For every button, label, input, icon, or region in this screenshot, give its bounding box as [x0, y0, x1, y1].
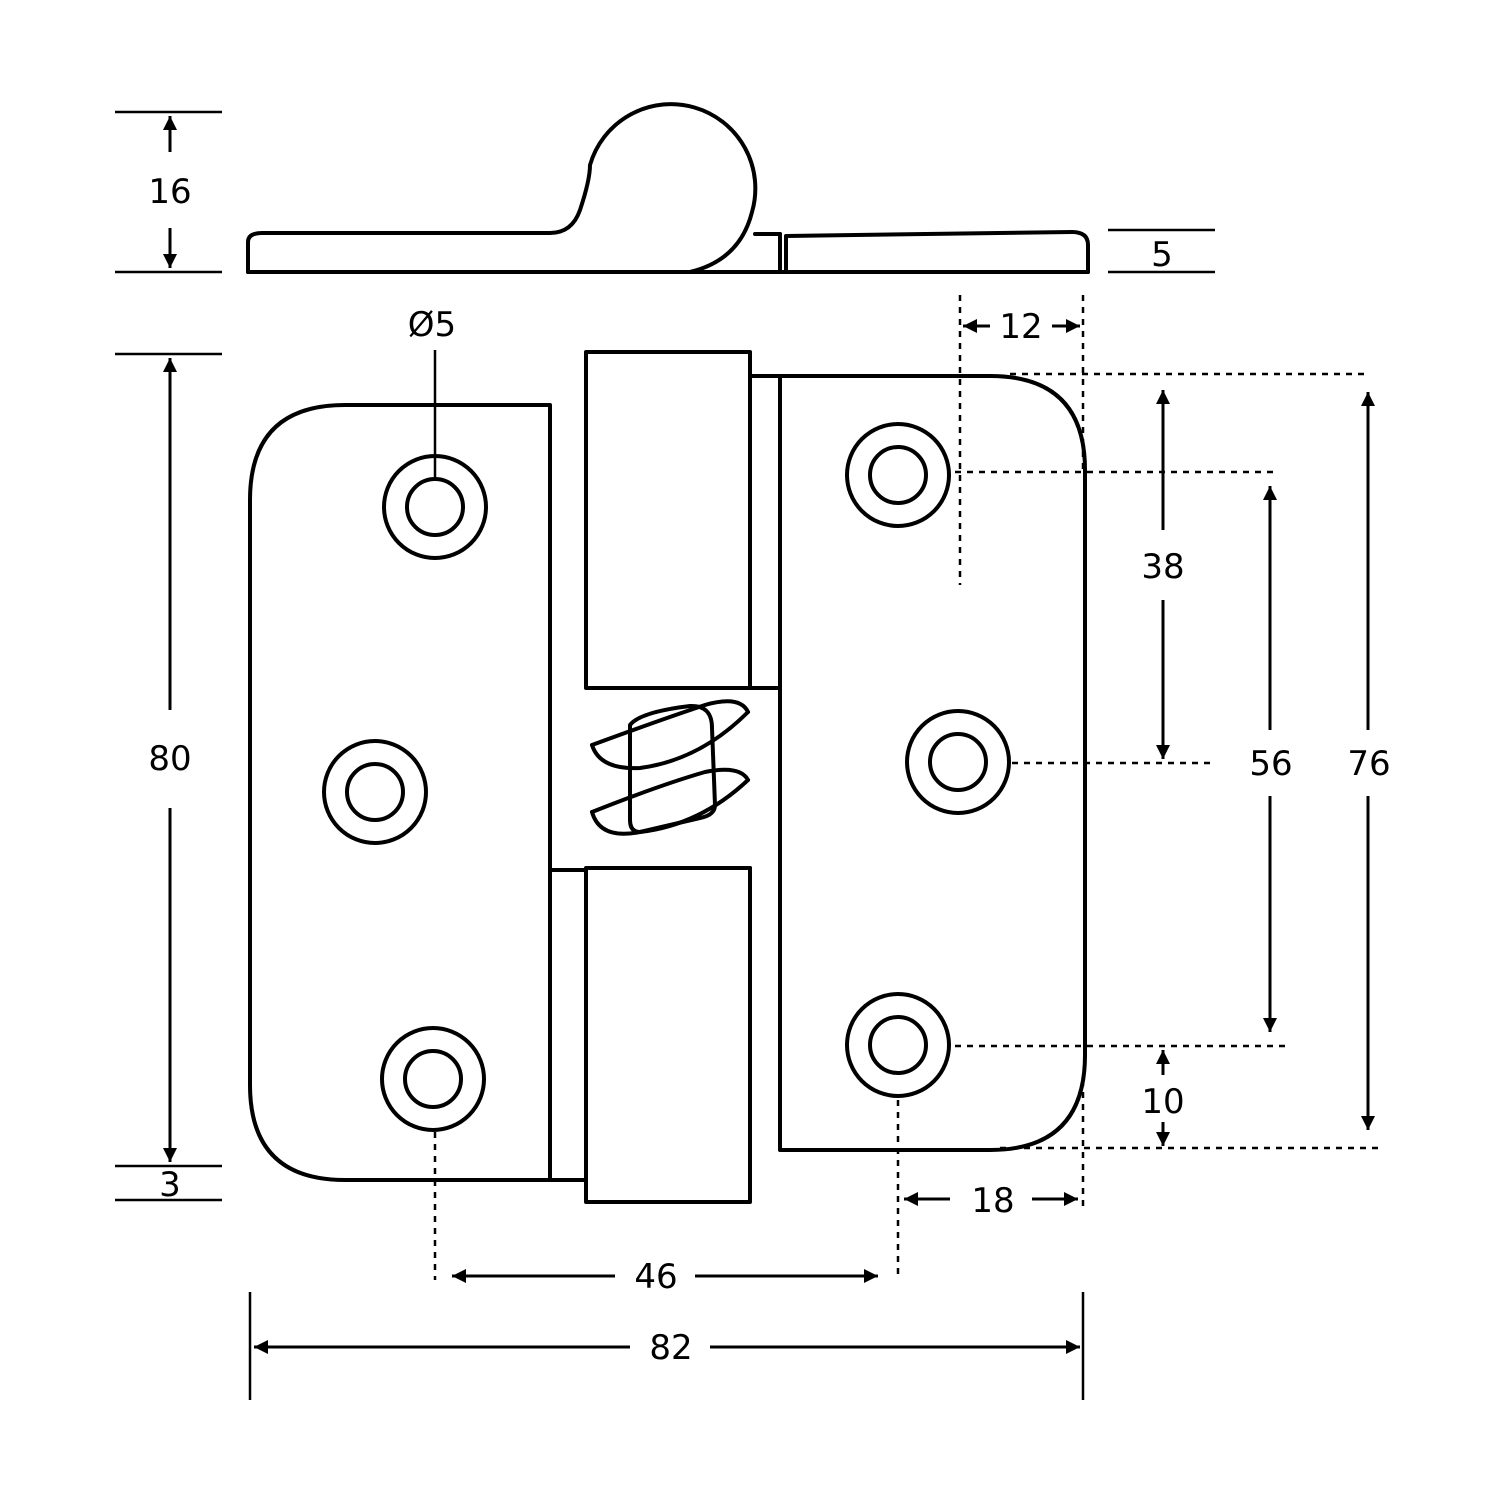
dim-label-hole-centers-distance: 46 — [634, 1257, 677, 1297]
dim-label-leaf-height-right: 76 — [1347, 744, 1390, 784]
hole-left-bottom — [380, 1026, 486, 1132]
dim-label-thickness: 5 — [1151, 235, 1173, 275]
mounting-holes — [322, 422, 1011, 1132]
dim-label-hole-spacing-outer: 56 — [1249, 744, 1292, 784]
spring-detail — [590, 699, 750, 836]
dimension-labels: 16 5 Ø5 12 38 56 76 80 3 10 18 46 82 — [148, 172, 1390, 1368]
hole-right-bottom — [845, 992, 951, 1098]
dim-label-overall-width: 82 — [649, 1328, 692, 1368]
dimension-lines — [115, 110, 1380, 1400]
dim-label-hole-spacing-upper: 38 — [1141, 547, 1184, 587]
dim-label-bottom-offset: 3 — [159, 1165, 181, 1205]
dim-label-profile-height: 16 — [148, 172, 191, 212]
dim-label-hole-to-bottom: 10 — [1141, 1082, 1184, 1122]
side-profile — [246, 102, 1090, 274]
right-leaf — [748, 374, 1087, 1152]
hole-right-top — [845, 422, 951, 528]
dim-label-lower-hole-edge-offset: 18 — [971, 1181, 1014, 1221]
dim-label-leaf-height-left: 80 — [148, 739, 191, 779]
hole-left-middle — [322, 739, 428, 845]
dim-label-hole-diameter: Ø5 — [408, 305, 456, 345]
hole-right-middle — [905, 709, 1011, 815]
dim-label-hole-edge-offset: 12 — [999, 307, 1042, 347]
hinge-knuckles — [584, 350, 782, 1204]
left-leaf — [248, 403, 588, 1182]
